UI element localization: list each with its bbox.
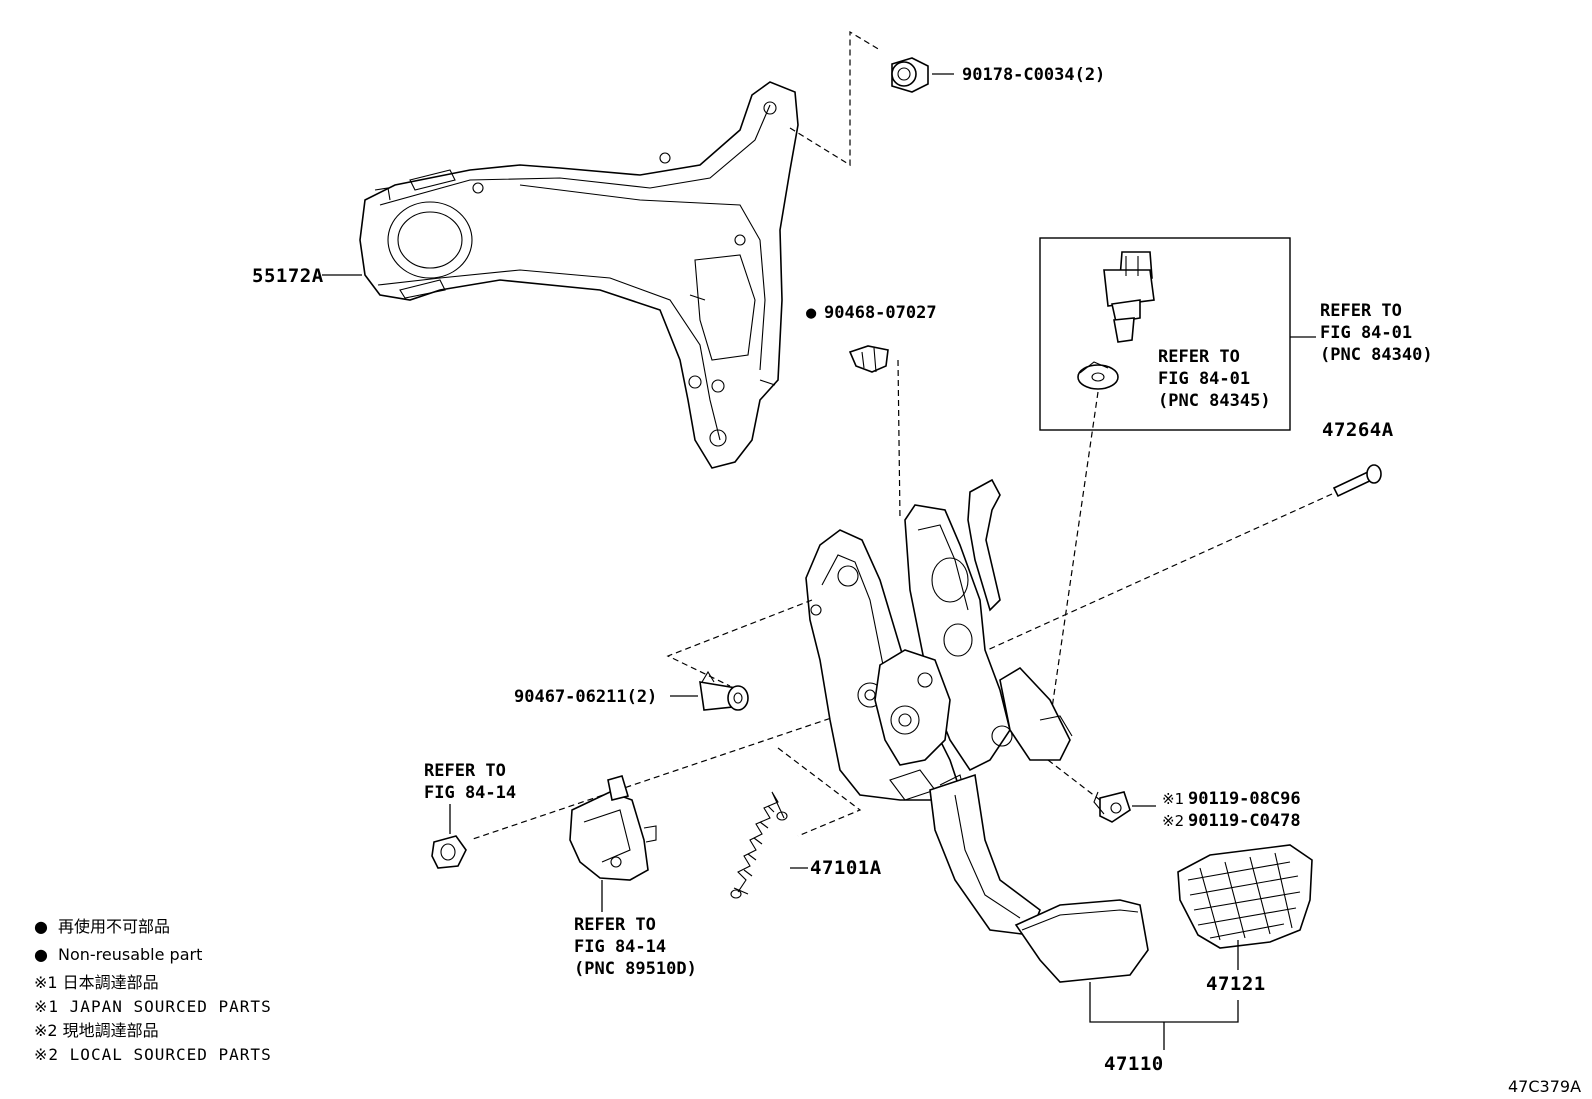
sensor-bushing-icon <box>431 835 467 869</box>
clip-90468-icon <box>848 345 889 373</box>
label-90119-a: 90119-08C96 <box>1188 789 1301 809</box>
pedal-pad-47121-icon <box>1177 844 1313 949</box>
label-90178: 90178-C0034(2) <box>962 65 1105 85</box>
label-55172a: 55172A <box>252 265 324 287</box>
label-47110: 47110 <box>1104 1053 1164 1075</box>
pedal-bracket-55172a <box>359 81 799 469</box>
legend-jp-nonreusable: 再使用不可部品 <box>58 917 170 936</box>
refer-box <box>1039 237 1291 431</box>
refer-left-l2: FIG 84-14 <box>424 783 516 803</box>
mark2-90119: ※2 <box>1162 812 1184 830</box>
legend-en-nonreusable: Non-reusable part <box>58 945 202 964</box>
refer-bottom-l2: FIG 84-14 <box>574 937 666 957</box>
legend-bullet-2: ● <box>34 945 48 964</box>
legend-bullet-1: ● <box>34 917 48 936</box>
legend-jp-japan: ※1 日本調達部品 <box>34 973 159 992</box>
label-90467: 90467-06211(2) <box>514 687 657 707</box>
pin-47264a-icon <box>1332 464 1382 498</box>
nut-90178-icon <box>891 57 929 93</box>
legend-jp-local: ※2 現地調達部品 <box>34 1021 159 1040</box>
refer-right-l3: (PNC 84340) <box>1320 345 1433 365</box>
refer-box-l1: REFER TO <box>1158 347 1240 367</box>
legend-en-japan: ※1 JAPAN SOURCED PARTS <box>34 997 272 1016</box>
refer-box-l2: FIG 84-01 <box>1158 369 1250 389</box>
label-90119-b: 90119-C0478 <box>1188 811 1301 831</box>
refer-right-l2: FIG 84-01 <box>1320 323 1412 343</box>
label-47101a: 47101A <box>810 857 882 879</box>
stroke-sensor-icon <box>569 775 657 881</box>
stop-light-switch-icon <box>1103 251 1155 343</box>
legend: ● 再使用不可部品 ● Non-reusable part ※1 日本調達部品 … <box>34 917 272 1064</box>
refer-right-l1: REFER TO <box>1320 301 1402 321</box>
switch-cushion-icon <box>1077 361 1119 390</box>
brake-pedal-assembly-icon <box>805 478 1149 983</box>
non-reusable-mark: ● <box>806 303 817 323</box>
refer-bottom-l3: (PNC 89510D) <box>574 959 697 979</box>
refer-box-l3: (PNC 84345) <box>1158 391 1271 411</box>
refer-bottom-l1: REFER TO <box>574 915 656 935</box>
legend-en-local: ※2 LOCAL SOURCED PARTS <box>34 1045 272 1064</box>
bolt-90119-icon <box>1093 791 1131 823</box>
label-47121: 47121 <box>1206 973 1266 995</box>
label-47264a: 47264A <box>1322 419 1394 441</box>
return-spring-47101a-icon <box>730 791 788 899</box>
label-90468: 90468-07027 <box>824 303 937 323</box>
figure-code: 47C379A <box>1508 1077 1581 1096</box>
bushing-90467-icon <box>699 670 749 711</box>
refer-left-l1: REFER TO <box>424 761 506 781</box>
mark1-90119: ※1 <box>1162 790 1184 808</box>
